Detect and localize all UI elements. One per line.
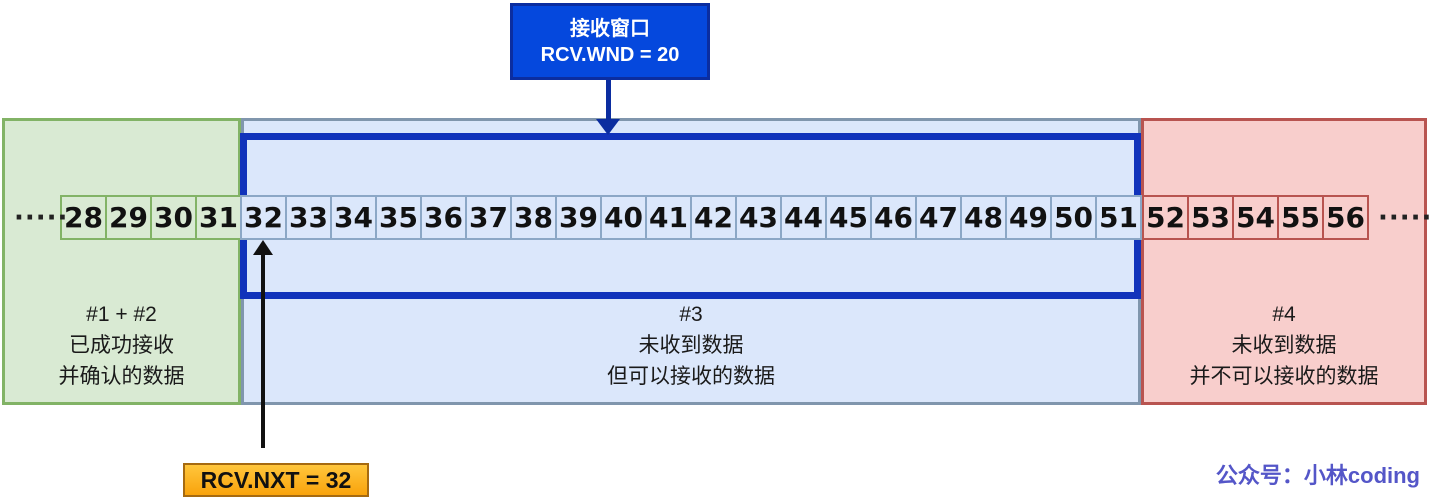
- sequence-cell-53: 53: [1187, 195, 1234, 240]
- sequence-cell-46: 46: [870, 195, 917, 240]
- sequence-cell-37: 37: [465, 195, 512, 240]
- rcv-nxt-label: RCV.NXT = 32: [200, 466, 352, 493]
- sequence-cell-42: 42: [690, 195, 737, 240]
- region-acked-label-line2: 已成功接收: [69, 334, 174, 357]
- sequence-cell-48: 48: [960, 195, 1007, 240]
- sequence-cell-30: 30: [150, 195, 197, 240]
- sequence-cell-44: 44: [780, 195, 827, 240]
- sequence-cell-45: 45: [825, 195, 872, 240]
- sequence-cell-54: 54: [1232, 195, 1279, 240]
- region-acked-label-line3: 并确认的数据: [58, 365, 185, 388]
- region-window-label-line2: 未收到数据: [638, 334, 744, 357]
- sequence-cell-28: 28: [60, 195, 107, 240]
- region-window-label: #3 未收到数据 但可以接收的数据: [244, 299, 1138, 392]
- sequence-cell-32: 32: [240, 195, 287, 240]
- receive-window-title: 接收窗口: [570, 17, 650, 40]
- sequence-cell-51: 51: [1095, 195, 1142, 240]
- down-arrow-stem: [606, 79, 611, 121]
- sequence-cell-56: 56: [1322, 195, 1369, 240]
- sequence-cell-50: 50: [1050, 195, 1097, 240]
- sequence-cell-35: 35: [375, 195, 422, 240]
- region-unreceivable-label-line2: 未收到数据: [1231, 334, 1337, 357]
- sequence-cell-41: 41: [645, 195, 692, 240]
- sequence-cell-43: 43: [735, 195, 782, 240]
- sequence-cell-31: 31: [195, 195, 242, 240]
- ellipsis-left: ·····: [14, 203, 69, 233]
- sequence-cell-40: 40: [600, 195, 647, 240]
- region-window-label-line1: #3: [679, 303, 703, 326]
- sequence-cell-47: 47: [915, 195, 962, 240]
- region-acked-label: #1 + #2 已成功接收 并确认的数据: [5, 299, 238, 392]
- sequence-cell-33: 33: [285, 195, 332, 240]
- region-unreceivable-label-line1: #4: [1272, 303, 1296, 326]
- receive-window-title-box: 接收窗口 RCV.WND = 20: [510, 3, 710, 80]
- sequence-cell-52: 52: [1142, 195, 1189, 240]
- region-unreceivable-label: #4 未收到数据 并不可以接收的数据: [1144, 299, 1424, 392]
- rcv-nxt-box: RCV.NXT = 32: [183, 463, 369, 497]
- sequence-cell-29: 29: [105, 195, 152, 240]
- sequence-cell-49: 49: [1005, 195, 1052, 240]
- up-arrow-stem: [261, 253, 265, 448]
- region-unreceivable-label-line3: 并不可以接收的数据: [1189, 365, 1379, 388]
- region-window-label-line3: 但可以接收的数据: [607, 365, 775, 388]
- sequence-cell-36: 36: [420, 195, 467, 240]
- region-receive-window: #3 未收到数据 但可以接收的数据: [241, 118, 1141, 405]
- sequence-cell-34: 34: [330, 195, 377, 240]
- region-unreceivable-data: #4 未收到数据 并不可以接收的数据: [1141, 118, 1427, 405]
- down-arrow-icon: [596, 119, 620, 135]
- sequence-cell-39: 39: [555, 195, 602, 240]
- sequence-cell-55: 55: [1277, 195, 1324, 240]
- watermark: 公众号：小林coding: [1215, 463, 1420, 488]
- sequence-cell-38: 38: [510, 195, 557, 240]
- region-acked-data: #1 + #2 已成功接收 并确认的数据: [2, 118, 241, 405]
- region-acked-label-line1: #1 + #2: [86, 303, 157, 326]
- receive-window-value: RCV.WND = 20: [540, 43, 680, 66]
- ellipsis-right: ·····: [1378, 203, 1429, 233]
- up-arrow-icon: [253, 240, 273, 255]
